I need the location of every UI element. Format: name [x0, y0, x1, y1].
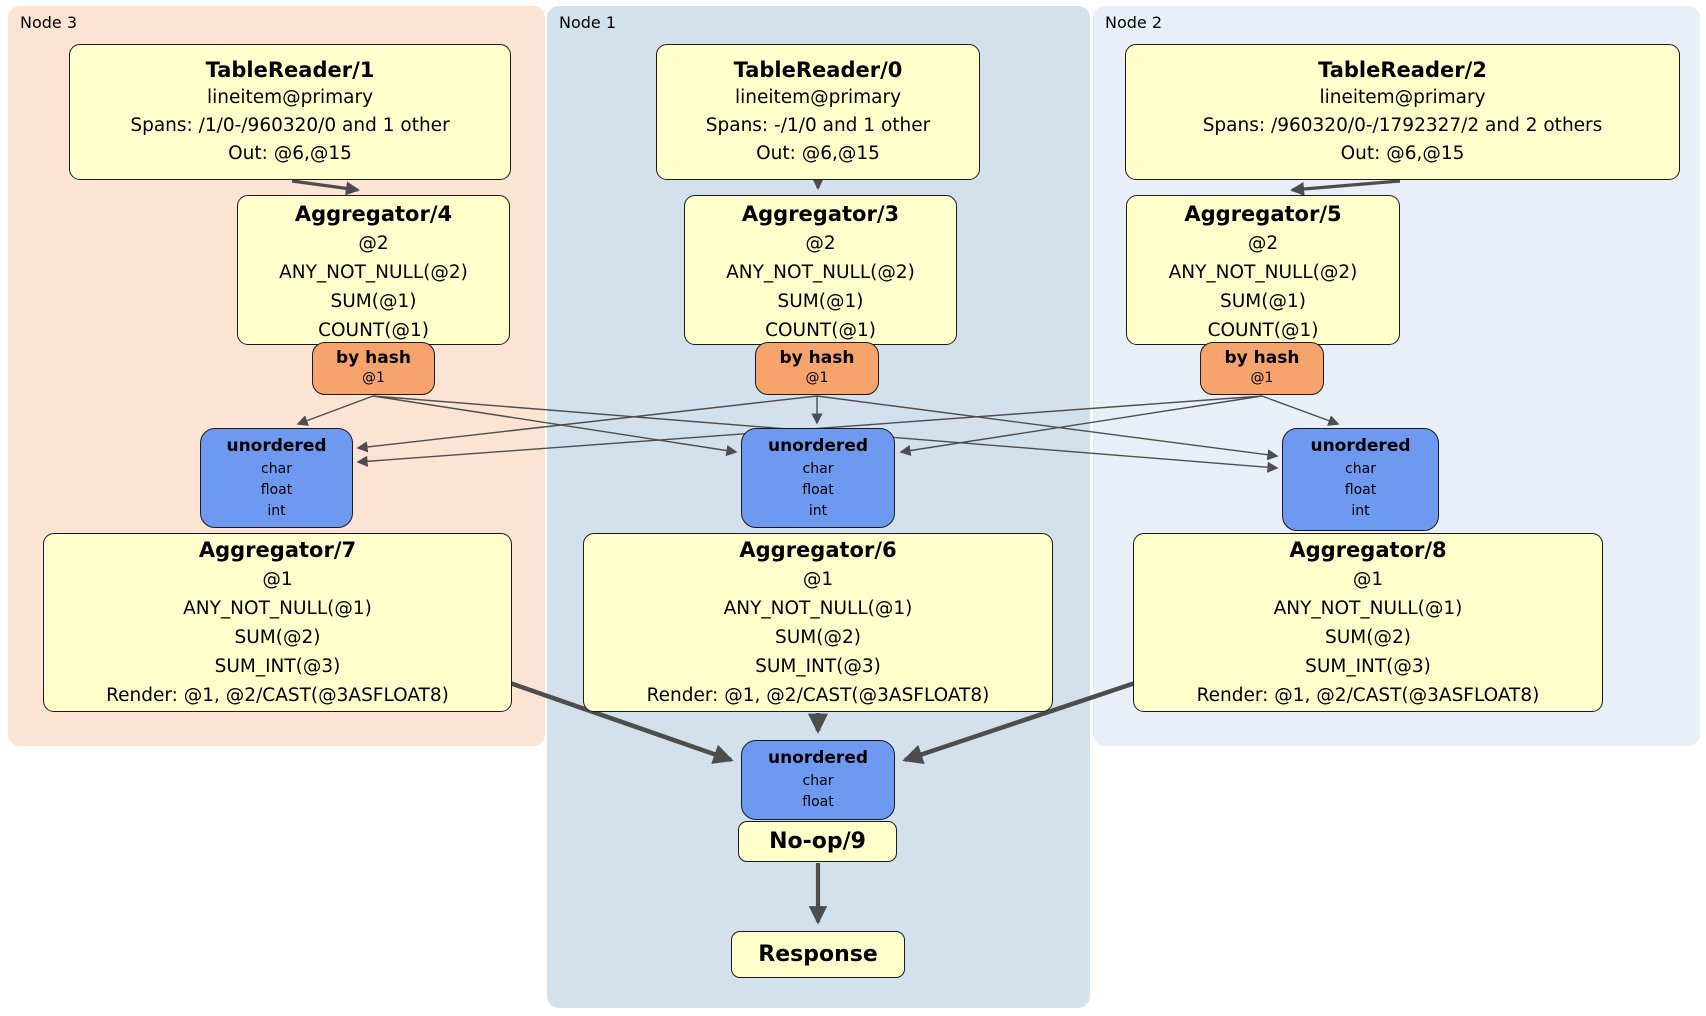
sync-line: float [802, 794, 834, 810]
op-line: Render: @1, @2/CAST(@3ASFLOAT8) [106, 685, 449, 706]
sync-line: float [260, 482, 293, 498]
sync-title: unordered [226, 436, 327, 456]
op-line: COUNT(@1) [765, 320, 876, 341]
sync-title: unordered [767, 748, 869, 768]
op-line: SUM(@2) [234, 627, 321, 648]
op-line: @2 [805, 233, 836, 254]
region-node1-label: Node 1 [559, 13, 617, 32]
router-by-hash-right: by hash @1 [1200, 342, 1324, 395]
op-noop-9: No-op/9 [738, 821, 897, 862]
op-title: Aggregator/5 [1184, 202, 1342, 226]
op-title: TableReader/1 [205, 58, 375, 82]
op-tablereader-2: TableReader/2 lineitem@primary Spans: /9… [1125, 44, 1680, 180]
op-line: lineitem@primary [734, 87, 902, 108]
op-line: SUM_INT(@3) [214, 656, 341, 677]
op-line: SUM(@2) [1325, 627, 1411, 648]
sync-unordered-right: unordered char float int [1282, 428, 1439, 531]
op-title: Aggregator/7 [198, 538, 357, 562]
sync-line: int [267, 503, 286, 519]
op-title: No-op/9 [769, 829, 866, 854]
region-node3-label: Node 3 [20, 13, 78, 32]
sync-line: int [1351, 503, 1370, 519]
op-line: Spans: -/1/0 and 1 other [705, 115, 931, 136]
op-line: @2 [1247, 233, 1279, 254]
op-title: Response [758, 942, 878, 967]
op-aggregator-6: Aggregator/6 @1 ANY_NOT_NULL(@1) SUM(@2)… [583, 533, 1053, 712]
op-aggregator-3: Aggregator/3 @2 ANY_NOT_NULL(@2) SUM(@1)… [684, 195, 957, 345]
op-title: Aggregator/4 [294, 202, 453, 226]
router-key: @1 [362, 370, 385, 386]
op-title: Aggregator/6 [739, 538, 897, 562]
op-line: Out: @6,@15 [756, 143, 880, 164]
op-aggregator-7: Aggregator/7 @1 ANY_NOT_NULL(@1) SUM(@2)… [43, 533, 512, 712]
op-line: lineitem@primary [206, 87, 374, 108]
op-line: ANY_NOT_NULL(@2) [1168, 262, 1358, 283]
sync-line: int [808, 503, 828, 519]
sync-line: float [1344, 482, 1377, 498]
op-line: Spans: /960320/0-/1792327/2 and 2 others [1202, 115, 1603, 136]
op-line: ANY_NOT_NULL(@1) [1273, 598, 1463, 619]
op-line: @1 [262, 569, 293, 590]
op-line: SUM(@1) [777, 291, 864, 312]
router-title: by hash [336, 348, 411, 368]
op-tablereader-0: TableReader/0 lineitem@primary Spans: -/… [656, 44, 980, 180]
sync-line: char [261, 461, 292, 477]
op-line: SUM(@1) [330, 291, 417, 312]
sync-line: char [1345, 461, 1376, 477]
op-line: @1 [1352, 569, 1384, 590]
op-line: COUNT(@1) [318, 320, 429, 341]
sync-line: char [802, 773, 834, 789]
op-title: TableReader/2 [1318, 58, 1487, 82]
op-line: ANY_NOT_NULL(@2) [726, 262, 915, 283]
region-node2-label: Node 2 [1105, 13, 1163, 32]
router-title: by hash [1224, 348, 1300, 368]
op-tablereader-1: TableReader/1 lineitem@primary Spans: /1… [69, 44, 511, 180]
sync-line: float [802, 482, 834, 498]
op-line: SUM_INT(@3) [1305, 656, 1431, 677]
router-title: by hash [779, 348, 855, 368]
op-line: @2 [358, 233, 389, 254]
op-title: Aggregator/8 [1289, 538, 1447, 562]
sync-unordered-center: unordered char float int [741, 428, 895, 528]
sync-title: unordered [1310, 436, 1411, 456]
op-line: SUM(@2) [775, 627, 861, 648]
router-by-hash-center: by hash @1 [755, 342, 879, 395]
op-response: Response [731, 931, 905, 978]
op-line: Render: @1, @2/CAST(@3ASFLOAT8) [646, 685, 990, 706]
op-line: Out: @6,@15 [1340, 143, 1465, 164]
op-line: Out: @6,@15 [228, 143, 352, 164]
op-line: Spans: /1/0-/960320/0 and 1 other [130, 115, 450, 136]
op-line: SUM(@1) [1220, 291, 1306, 312]
sync-unordered-left: unordered char float int [200, 428, 353, 528]
router-by-hash-left: by hash @1 [312, 342, 435, 395]
op-title: Aggregator/3 [741, 202, 900, 226]
sync-title: unordered [767, 436, 869, 456]
op-line: ANY_NOT_NULL(@1) [723, 598, 913, 619]
op-line: SUM_INT(@3) [755, 656, 881, 677]
op-line: ANY_NOT_NULL(@1) [183, 598, 372, 619]
router-key: @1 [805, 370, 829, 386]
op-line: ANY_NOT_NULL(@2) [279, 262, 468, 283]
op-aggregator-5: Aggregator/5 @2 ANY_NOT_NULL(@2) SUM(@1)… [1126, 195, 1400, 345]
op-line: COUNT(@1) [1207, 320, 1319, 341]
router-key: @1 [1250, 370, 1274, 386]
op-line: lineitem@primary [1319, 87, 1486, 108]
op-line: Render: @1, @2/CAST(@3ASFLOAT8) [1196, 685, 1540, 706]
op-line: @1 [802, 569, 834, 590]
op-title: TableReader/0 [733, 58, 903, 82]
op-aggregator-4: Aggregator/4 @2 ANY_NOT_NULL(@2) SUM(@1)… [237, 195, 510, 345]
op-aggregator-8: Aggregator/8 @1 ANY_NOT_NULL(@1) SUM(@2)… [1133, 533, 1603, 712]
sync-line: char [802, 461, 834, 477]
sync-unordered-bottom: unordered char float [741, 740, 895, 820]
